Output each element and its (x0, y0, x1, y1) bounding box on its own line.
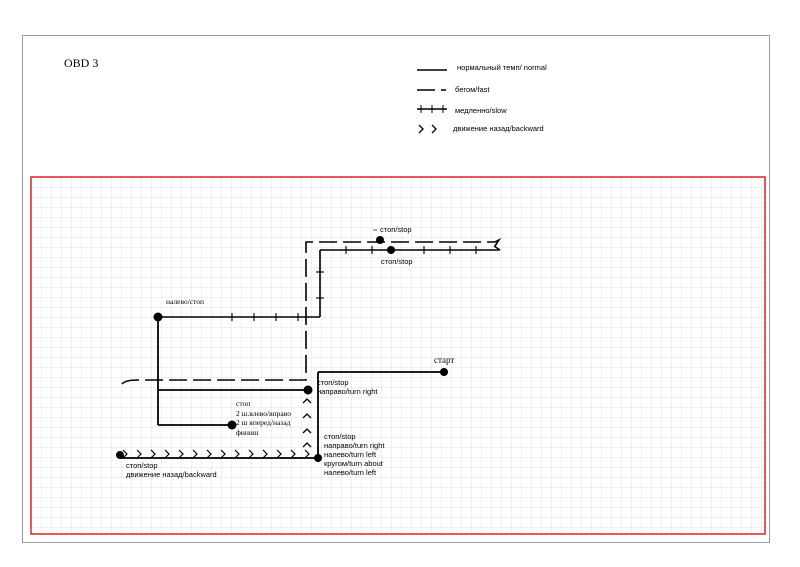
legend-symbols (417, 69, 447, 134)
point-finish (227, 420, 237, 430)
route-normal (120, 317, 444, 459)
point-left-stop (153, 312, 163, 322)
label-stop-top-a: стоп/stop (380, 225, 412, 234)
label-stop-top-b: стоп/stop (381, 257, 413, 266)
point-stop-top-a (376, 236, 384, 244)
label-start: старт (434, 355, 455, 365)
route-slow (158, 245, 501, 318)
grid-area (30, 176, 766, 535)
label-left-stop: налево/стоп (166, 297, 205, 306)
route-slow-ticks (231, 246, 477, 321)
legend-label-normal: нормальный темп/ normal (457, 63, 547, 72)
label-stop-backward: стоп/stop движение назад/backward (126, 461, 217, 479)
start-point (440, 368, 448, 376)
legend-slow-line (417, 105, 447, 113)
point-backward-stop (116, 451, 124, 459)
route-fast (121, 237, 502, 385)
point-turn-right (303, 385, 313, 395)
route-backward-horizontal (122, 449, 310, 459)
legend-label-backward: движение назад/backward (453, 124, 544, 133)
route-backward-vertical (302, 398, 312, 448)
label-turn-right: стоп/stop направо/turn right (317, 378, 378, 396)
legend-backward-chevrons (418, 124, 437, 134)
stop-points (116, 236, 448, 462)
point-stop-top-b (387, 246, 395, 254)
label-stop-turns: стоп/stop направо/turn right налево/turn… (324, 432, 385, 477)
label-stop-steps: стоп 2 ш.влево/вправо 2 ш вперед/назад ф… (236, 399, 291, 437)
point-turns (314, 454, 322, 462)
diagram-title: OBD 3 (64, 56, 99, 70)
legend-label-slow: медленно/slow (455, 106, 507, 115)
legend-label-fast: бегом/fast (455, 85, 490, 94)
